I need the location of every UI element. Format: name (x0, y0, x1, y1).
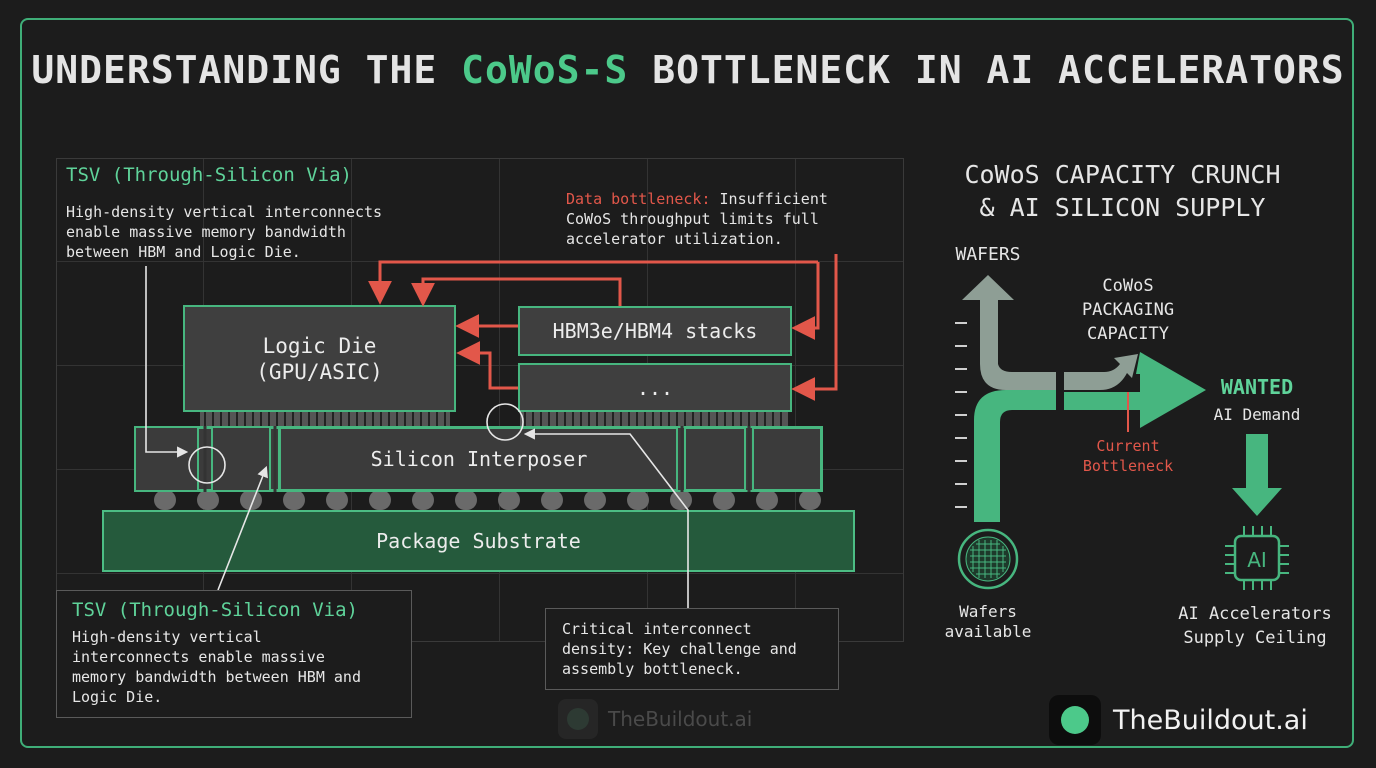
wafers-label: WAFERS (955, 244, 1021, 265)
ai-accelerators-label: AI Accelerators Supply Ceiling (1178, 604, 1332, 648)
tsv-bottom-title: TSV (Through-Silicon Via) (72, 599, 358, 621)
wanted-demand-arrow (1064, 352, 1206, 428)
packaging-capacity-arrow (1064, 354, 1138, 390)
red-arrow-hbm-to-die-3 (456, 341, 518, 390)
wafer-flow-green (974, 390, 1056, 522)
packaging-capacity-label: CoWoS PACKAGING CAPACITY (1081, 276, 1175, 344)
microbumps (200, 412, 788, 426)
faint-watermark-text: TheBuildout.ai (608, 707, 753, 731)
package-substrate: Package Substrate (102, 510, 855, 572)
brand-watermark: TheBuildout.ai (1049, 695, 1308, 745)
data-bottleneck-text: Insufficient CoWoS throughput limits ful… (566, 190, 828, 248)
current-bottleneck-label: Current Bottleneck (1082, 437, 1174, 475)
red-arrow-to-hbm-top (791, 262, 820, 340)
tsv-highlight-circle (188, 446, 226, 484)
wafer-scale-ticks (955, 322, 967, 508)
faint-watermark-logo (558, 699, 598, 739)
ai-demand-label: AI Demand (1213, 405, 1301, 424)
red-arrow-hbm-to-die-1 (411, 277, 622, 307)
tsv-top-pointer (145, 266, 189, 458)
red-arrow-feedback-top (368, 260, 818, 305)
brand-name: TheBuildout.ai (1113, 704, 1308, 736)
red-arrow-to-hbm-bottom (791, 254, 838, 401)
data-bottleneck-callout: Data bottleneck: Insufficient CoWoS thro… (566, 189, 886, 249)
tsv-top-title: TSV (Through-Silicon Via) (66, 164, 352, 186)
capacity-crunch-title: CoWoS CAPACITY CRUNCH & AI SILICON SUPPL… (964, 160, 1281, 222)
wanted-label: WANTED (1220, 375, 1294, 399)
tsv-bottom-callout: TSV (Through-Silicon Via) High-density v… (56, 590, 412, 718)
logic-die: Logic Die (GPU/ASIC) (183, 305, 456, 412)
down-to-accelerators-arrow (1232, 434, 1282, 516)
brand-logo-icon (1049, 695, 1101, 745)
ai-chip-icon: AI (1225, 526, 1289, 590)
tsv-bottom-description: High-density vertical interconnects enab… (72, 628, 361, 706)
hbm-stack-bottom: ... (518, 363, 792, 412)
critical-pointer (523, 428, 689, 608)
ai-chip-text: AI (1247, 548, 1267, 572)
interconnect-highlight-circle (486, 403, 524, 441)
silicon-interposer-label: Silicon Interposer (370, 447, 588, 471)
frame-border (20, 18, 1354, 748)
wafer-icon (957, 528, 1019, 590)
hbm-stack-top: HBM3e/HBM4 stacks (518, 306, 792, 356)
faint-watermark: TheBuildout.ai (558, 698, 752, 740)
tsv-top-description: High-density vertical interconnects enab… (66, 203, 383, 261)
wafer-up-arrow (962, 275, 1056, 390)
tsv-bottom-pointer (217, 465, 268, 591)
wafers-available-label: Wafers available (944, 602, 1032, 641)
critical-density-callout: Critical interconnect density: Key chall… (545, 608, 839, 690)
c4-bumps (154, 490, 821, 510)
data-bottleneck-label: Data bottleneck: (566, 190, 711, 208)
page-title: UNDERSTANDING THE CoWoS-S BOTTLENECK IN … (31, 48, 1345, 92)
